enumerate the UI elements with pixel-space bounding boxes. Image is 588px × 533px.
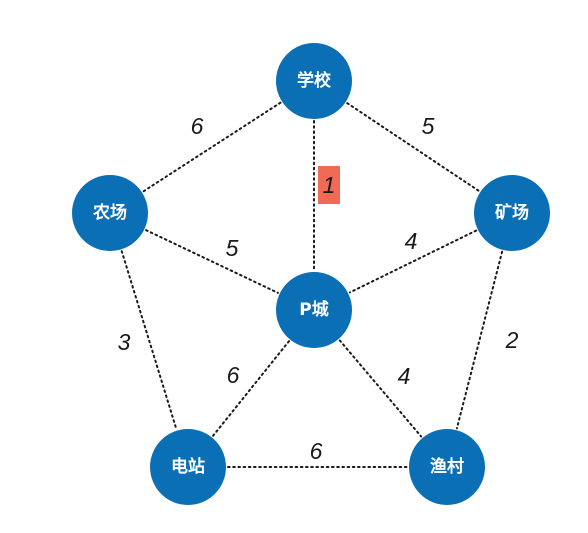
edge-city-village [338, 339, 423, 438]
edge-city-station [212, 340, 290, 437]
edge-weight-city-village: 4 [398, 363, 411, 389]
node-circle [409, 429, 485, 505]
edge-weight-farm-city: 5 [226, 235, 239, 261]
edge-weight-school-farm: 6 [191, 113, 204, 139]
node-station[interactable]: 电站 [150, 429, 226, 505]
edge-mine-village [455, 250, 504, 430]
node-city[interactable]: P城 [276, 272, 352, 348]
edge-weight-school-mine: 5 [422, 113, 435, 139]
edge-weights-layer: 6 5 1 5 4 3 2 6 4 6 [118, 113, 519, 464]
edge-school-mine [346, 102, 480, 192]
highlight-box [318, 166, 340, 204]
node-label-station: 电站 [171, 456, 205, 477]
edge-weight-mine-city: 4 [405, 228, 418, 254]
node-mine[interactable]: 矿场 [474, 175, 550, 251]
node-farm[interactable]: 农场 [72, 175, 148, 251]
edge-weight-farm-station: 3 [118, 329, 131, 355]
edge-weight-station-village: 6 [310, 438, 323, 464]
node-circle [276, 272, 352, 348]
node-label-mine: 矿场 [495, 202, 529, 223]
node-label-farm: 农场 [92, 202, 127, 223]
node-label-school: 学校 [297, 70, 332, 91]
edges-layer [120, 101, 504, 468]
edge-weight-mine-village: 2 [505, 327, 519, 353]
node-school[interactable]: 学校 [276, 43, 352, 119]
node-circle [72, 175, 148, 251]
node-label-city: P城 [299, 300, 328, 320]
node-circle [150, 429, 226, 505]
node-label-village: 渔村 [430, 456, 464, 477]
edge-weight-school-city: 1 [323, 172, 336, 198]
edge-weight-city-station: 6 [227, 362, 240, 388]
edge-farm-city [145, 229, 279, 294]
node-village[interactable]: 渔村 [409, 429, 485, 505]
node-circle [474, 175, 550, 251]
edge-school-farm [142, 101, 282, 193]
node-circle [276, 43, 352, 119]
edge-farm-station [120, 250, 178, 430]
